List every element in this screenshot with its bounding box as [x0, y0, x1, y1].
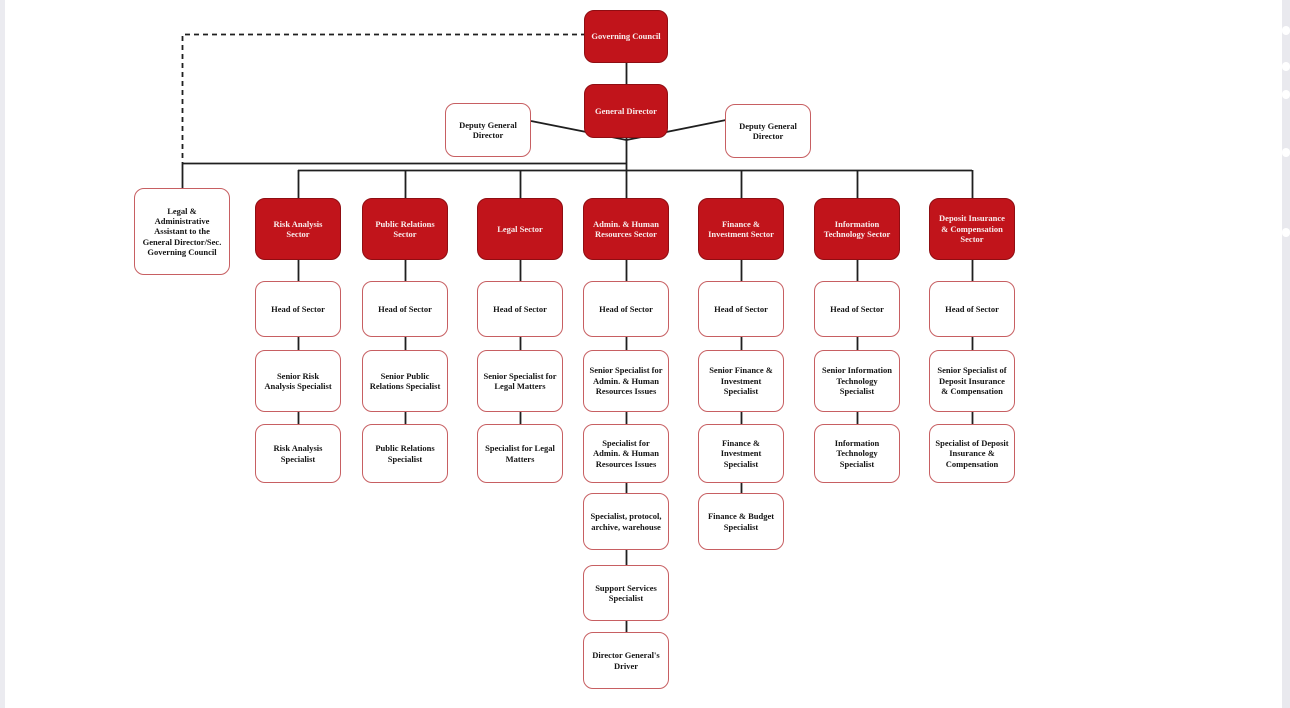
scrollbar-track[interactable]	[1282, 0, 1290, 708]
role-box-pr-head-of-sector: Head of Sector	[362, 281, 448, 337]
sector-box-deposit-insurance: Deposit Insurance & Compensation Sector	[929, 198, 1015, 260]
role-box-admin-senior-specialist: Senior Specialist for Admin. & Human Res…	[583, 350, 669, 412]
role-box-legal-specialist: Specialist for Legal Matters	[477, 424, 563, 483]
role-box-admin-specialist: Specialist for Admin. & Human Resources …	[583, 424, 669, 483]
node-deputy-general-director-right: Deputy General Director	[725, 104, 811, 158]
node-legal-admin-assistant: Legal & Administrative Assistant to the …	[134, 188, 230, 275]
role-box-pr-senior-specialist: Senior Public Relations Specialist	[362, 350, 448, 412]
role-box-admin-protocol-archive-warehouse: Specialist, protocol, archive, warehouse	[583, 493, 669, 550]
role-box-it-head-of-sector: Head of Sector	[814, 281, 900, 337]
sector-box-risk-analysis: Risk Analysis Sector	[255, 198, 341, 260]
scrollbar-notch	[1282, 26, 1290, 35]
role-box-risk-senior-specialist: Senior Risk Analysis Specialist	[255, 350, 341, 412]
role-box-finance-specialist: Finance & Investment Specialist	[698, 424, 784, 483]
scrollbar-notch	[1282, 90, 1290, 99]
node-general-director: General Director	[584, 84, 668, 138]
sector-box-finance-investment: Finance & Investment Sector	[698, 198, 784, 260]
node-deputy-general-director-left: Deputy General Director	[445, 103, 531, 157]
role-box-admin-director-generals-driver: Director General's Driver	[583, 632, 669, 689]
role-box-finance-head-of-sector: Head of Sector	[698, 281, 784, 337]
role-box-deposit-specialist: Specialist of Deposit Insurance & Compen…	[929, 424, 1015, 483]
role-box-finance-budget-specialist: Finance & Budget Specialist	[698, 493, 784, 550]
scrollbar-notch	[1282, 62, 1290, 71]
page-edge-left	[0, 0, 5, 708]
role-box-admin-support-services: Support Services Specialist	[583, 565, 669, 621]
role-box-finance-senior-specialist: Senior Finance & Investment Specialist	[698, 350, 784, 412]
role-box-risk-head-of-sector: Head of Sector	[255, 281, 341, 337]
role-box-risk-specialist: Risk Analysis Specialist	[255, 424, 341, 483]
role-box-deposit-head-of-sector: Head of Sector	[929, 281, 1015, 337]
role-box-pr-specialist: Public Relations Specialist	[362, 424, 448, 483]
sector-box-legal: Legal Sector	[477, 198, 563, 260]
role-box-legal-senior-specialist: Senior Specialist for Legal Matters	[477, 350, 563, 412]
role-box-legal-head-of-sector: Head of Sector	[477, 281, 563, 337]
role-box-admin-head-of-sector: Head of Sector	[583, 281, 669, 337]
role-box-it-senior-specialist: Senior Information Technology Specialist	[814, 350, 900, 412]
scrollbar-notch	[1282, 148, 1290, 157]
scrollbar-notch	[1282, 228, 1290, 237]
sector-box-admin-hr: Admin. & Human Resources Sector	[583, 198, 669, 260]
role-box-deposit-senior-specialist: Senior Specialist of Deposit Insurance &…	[929, 350, 1015, 412]
sector-box-public-relations: Public Relations Sector	[362, 198, 448, 260]
node-governing-council: Governing Council	[584, 10, 668, 63]
sector-box-information-technology: Information Technology Sector	[814, 198, 900, 260]
role-box-it-specialist: Information Technology Specialist	[814, 424, 900, 483]
